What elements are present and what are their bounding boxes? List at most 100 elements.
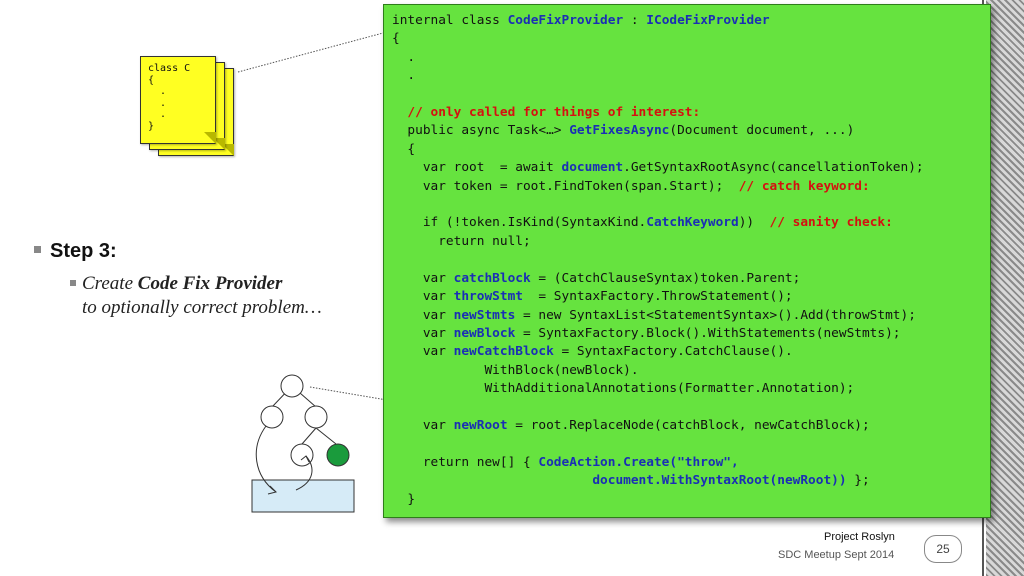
code-line: var newRoot = root.ReplaceNode(catchBloc…	[392, 418, 870, 433]
tree-arrow	[255, 425, 277, 493]
code-text: };	[846, 473, 870, 489]
document-snippet: class C { . . . }	[148, 63, 190, 133]
code-keyword: newBlock	[453, 325, 516, 341]
code-line: public async Task<…> GetFixesAsync(Docum…	[392, 123, 854, 138]
code-line: {	[392, 31, 400, 46]
code-text: var	[392, 289, 454, 305]
square-bullet-icon	[34, 246, 41, 254]
code-text: public async Task<…>	[392, 123, 570, 139]
footer-subtitle: SDC Meetup Sept 2014	[778, 549, 895, 561]
document-snippet-line: {	[148, 74, 155, 86]
code-text: return null;	[392, 233, 531, 249]
code-text: = SyntaxFactory.ThrowStatement();	[522, 289, 793, 305]
code-line: var catchBlock = (CatchClauseSyntax)toke…	[392, 270, 801, 286]
code-comment: // catch keyword:	[738, 178, 870, 194]
code-line: .	[392, 50, 415, 65]
tree-node	[260, 405, 284, 429]
code-keyword: newRoot	[453, 417, 508, 433]
code-line: // only called for things of interest:	[392, 105, 700, 120]
code-text: :	[623, 13, 647, 28]
code-line: var newCatchBlock = SyntaxFactory.CatchC…	[392, 344, 793, 359]
code-line: .	[392, 68, 415, 83]
document-page-front: class C { . . . }	[140, 56, 216, 144]
code-line: }	[392, 492, 415, 507]
code-text: {	[392, 141, 416, 157]
code-keyword: CatchKeyword	[646, 215, 739, 231]
document-snippet-line: .	[148, 86, 167, 98]
code-keyword: GetFixesAsync	[569, 123, 670, 139]
code-text: var	[392, 307, 454, 323]
code-keyword: CodeFixProvider	[507, 13, 624, 28]
code-text: = SyntaxFactory.Block().WithStatements(n…	[515, 325, 901, 341]
code-fix-provider-term: Code Fix Provider	[137, 273, 283, 294]
code-line: internal class CodeFixProvider : ICodeFi…	[392, 13, 770, 28]
code-line: var root = await document.GetSyntaxRootA…	[392, 160, 924, 175]
code-text: ))	[738, 215, 770, 231]
code-text: = new SyntaxList<StatementSyntax>().Add(…	[515, 307, 916, 323]
step-description: Create Code Fix Provider to optionally c…	[70, 272, 322, 320]
code-keyword: document	[561, 160, 624, 176]
code-line: var newBlock = SyntaxFactory.Block().Wit…	[392, 326, 901, 341]
tree-node-root	[280, 374, 304, 398]
code-text: var	[392, 325, 454, 341]
code-text: .	[392, 49, 416, 65]
code-text: internal class	[392, 13, 508, 28]
code-keyword: newStmts	[453, 307, 516, 323]
code-line: WithBlock(newBlock).	[392, 362, 639, 378]
code-keyword: newCatchBlock	[453, 344, 554, 360]
code-text: var root = await	[392, 160, 562, 176]
code-text: WithBlock(newBlock).	[392, 362, 639, 378]
code-text	[392, 473, 592, 488]
code-line: var newStmts = new SyntaxList<StatementS…	[392, 308, 916, 323]
code-line: if (!token.IsKind(SyntaxKind.CatchKeywor…	[392, 215, 893, 230]
square-bullet-icon	[70, 279, 76, 286]
code-line: return new[] { CodeAction.Create("throw"…	[392, 455, 739, 470]
code-keyword: catchBlock	[453, 270, 531, 286]
step-description-line2: to optionally correct problem…	[82, 297, 322, 318]
code-text: = root.ReplaceNode(catchBlock, newCatchB…	[507, 417, 870, 433]
code-text: var	[392, 344, 454, 360]
code-keyword: document.WithSyntaxRoot(newRoot))	[592, 473, 847, 489]
code-text: return new[] {	[392, 454, 539, 470]
code-listing: internal class CodeFixProvider : ICodeFi…	[392, 12, 924, 509]
step-heading: Step 3:	[34, 240, 117, 263]
code-text: }	[392, 491, 416, 507]
code-line: WithAdditionalAnnotations(Formatter.Anno…	[392, 381, 854, 396]
code-text: = (CatchClauseSyntax)token.Parent;	[530, 270, 801, 286]
page-number-badge: 25	[924, 535, 962, 563]
code-line: var throwStmt = SyntaxFactory.ThrowState…	[392, 289, 793, 304]
document-snippet-line: }	[148, 120, 155, 132]
code-text: (Document document, ...)	[669, 123, 855, 139]
code-line: {	[392, 142, 415, 157]
code-text: var	[392, 417, 454, 433]
code-panel: internal class CodeFixProvider : ICodeFi…	[383, 4, 991, 518]
tree-arrow	[295, 455, 313, 491]
code-text: = SyntaxFactory.CatchClause().	[553, 344, 793, 360]
code-text: .	[392, 68, 416, 84]
document-snippet-line: .	[148, 97, 167, 109]
right-hatched-border	[986, 0, 1024, 576]
code-line: var token = root.FindToken(span.Start); …	[392, 179, 870, 194]
tree-node	[290, 443, 314, 467]
document-snippet-line: class C	[148, 63, 191, 74]
document-snippet-line: .	[148, 109, 167, 121]
code-text: if (!token.IsKind(SyntaxKind.	[392, 215, 647, 231]
tree-node	[304, 405, 328, 429]
code-text: var	[392, 270, 454, 286]
tree-node-highlight	[326, 443, 350, 467]
doc-connector-line	[237, 32, 384, 73]
code-keyword: CodeAction.Create("throw",	[538, 454, 739, 470]
code-line: return null;	[392, 233, 531, 249]
code-keyword: ICodeFixProvider	[646, 13, 770, 28]
code-text: WithAdditionalAnnotations(Formatter.Anno…	[392, 381, 855, 397]
code-comment: // only called for things of interest:	[407, 105, 701, 121]
footer-title: Project Roslyn	[824, 531, 895, 543]
code-text: var token = root.FindToken(span.Start);	[392, 178, 739, 194]
code-text	[392, 105, 407, 120]
source-document-stack: class C { . . . }	[140, 56, 240, 156]
code-text: {	[392, 31, 400, 47]
code-keyword: throwStmt	[453, 289, 523, 305]
code-line: document.WithSyntaxRoot(newRoot)) };	[392, 473, 870, 489]
syntax-tree-diagram	[251, 374, 355, 513]
code-comment: // sanity check:	[769, 215, 893, 231]
